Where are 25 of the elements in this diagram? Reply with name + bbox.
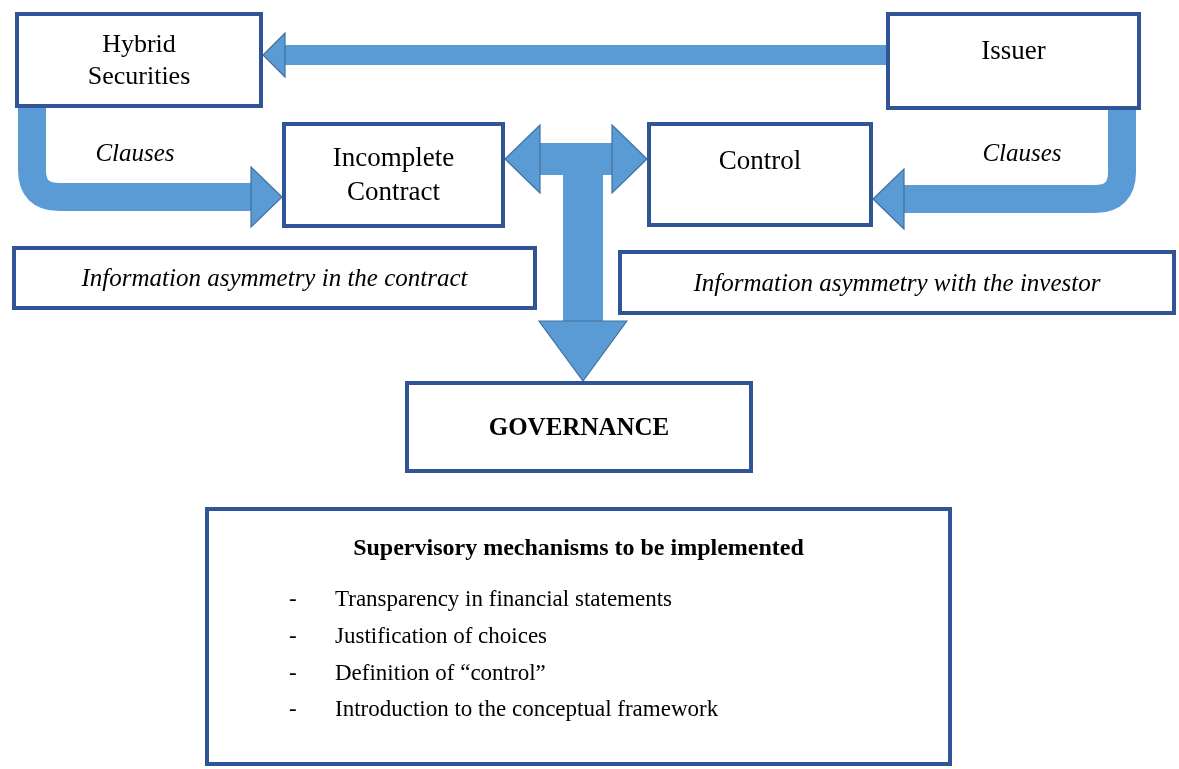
concept-box bbox=[15, 12, 263, 108]
note-box bbox=[618, 250, 1176, 315]
box-label: Control bbox=[718, 144, 802, 177]
block-arrow bbox=[504, 124, 648, 194]
box-label: Hybrid Securities bbox=[86, 27, 192, 92]
concept-box bbox=[647, 122, 873, 227]
block-arrow bbox=[872, 110, 1136, 230]
box-heading: Supervisory mechanisms to be implemented bbox=[353, 534, 804, 561]
box-label: Information asymmetry with the investor bbox=[693, 267, 1101, 298]
box-label: GOVERNANCE bbox=[488, 412, 670, 443]
edge-label: Clauses bbox=[982, 139, 1062, 167]
block-arrow bbox=[262, 32, 886, 78]
edge-label: Clauses bbox=[95, 139, 175, 167]
list-item: - Justification of choices bbox=[289, 621, 549, 650]
list-item: - Transparency in financial statements bbox=[289, 585, 674, 613]
concept-box bbox=[405, 381, 753, 473]
box-label: Information asymmetry in the contract bbox=[81, 263, 468, 294]
list-item: - Definition of “control” bbox=[289, 658, 547, 687]
box-label: Issuer bbox=[981, 34, 1046, 67]
concept-box bbox=[886, 12, 1141, 110]
mechanisms-box bbox=[205, 507, 952, 766]
box-label: Incomplete Contract bbox=[331, 141, 456, 208]
list-item: - Introduction to the conceptual framework bbox=[289, 695, 719, 724]
note-box bbox=[12, 246, 537, 310]
concept-box bbox=[282, 122, 505, 228]
